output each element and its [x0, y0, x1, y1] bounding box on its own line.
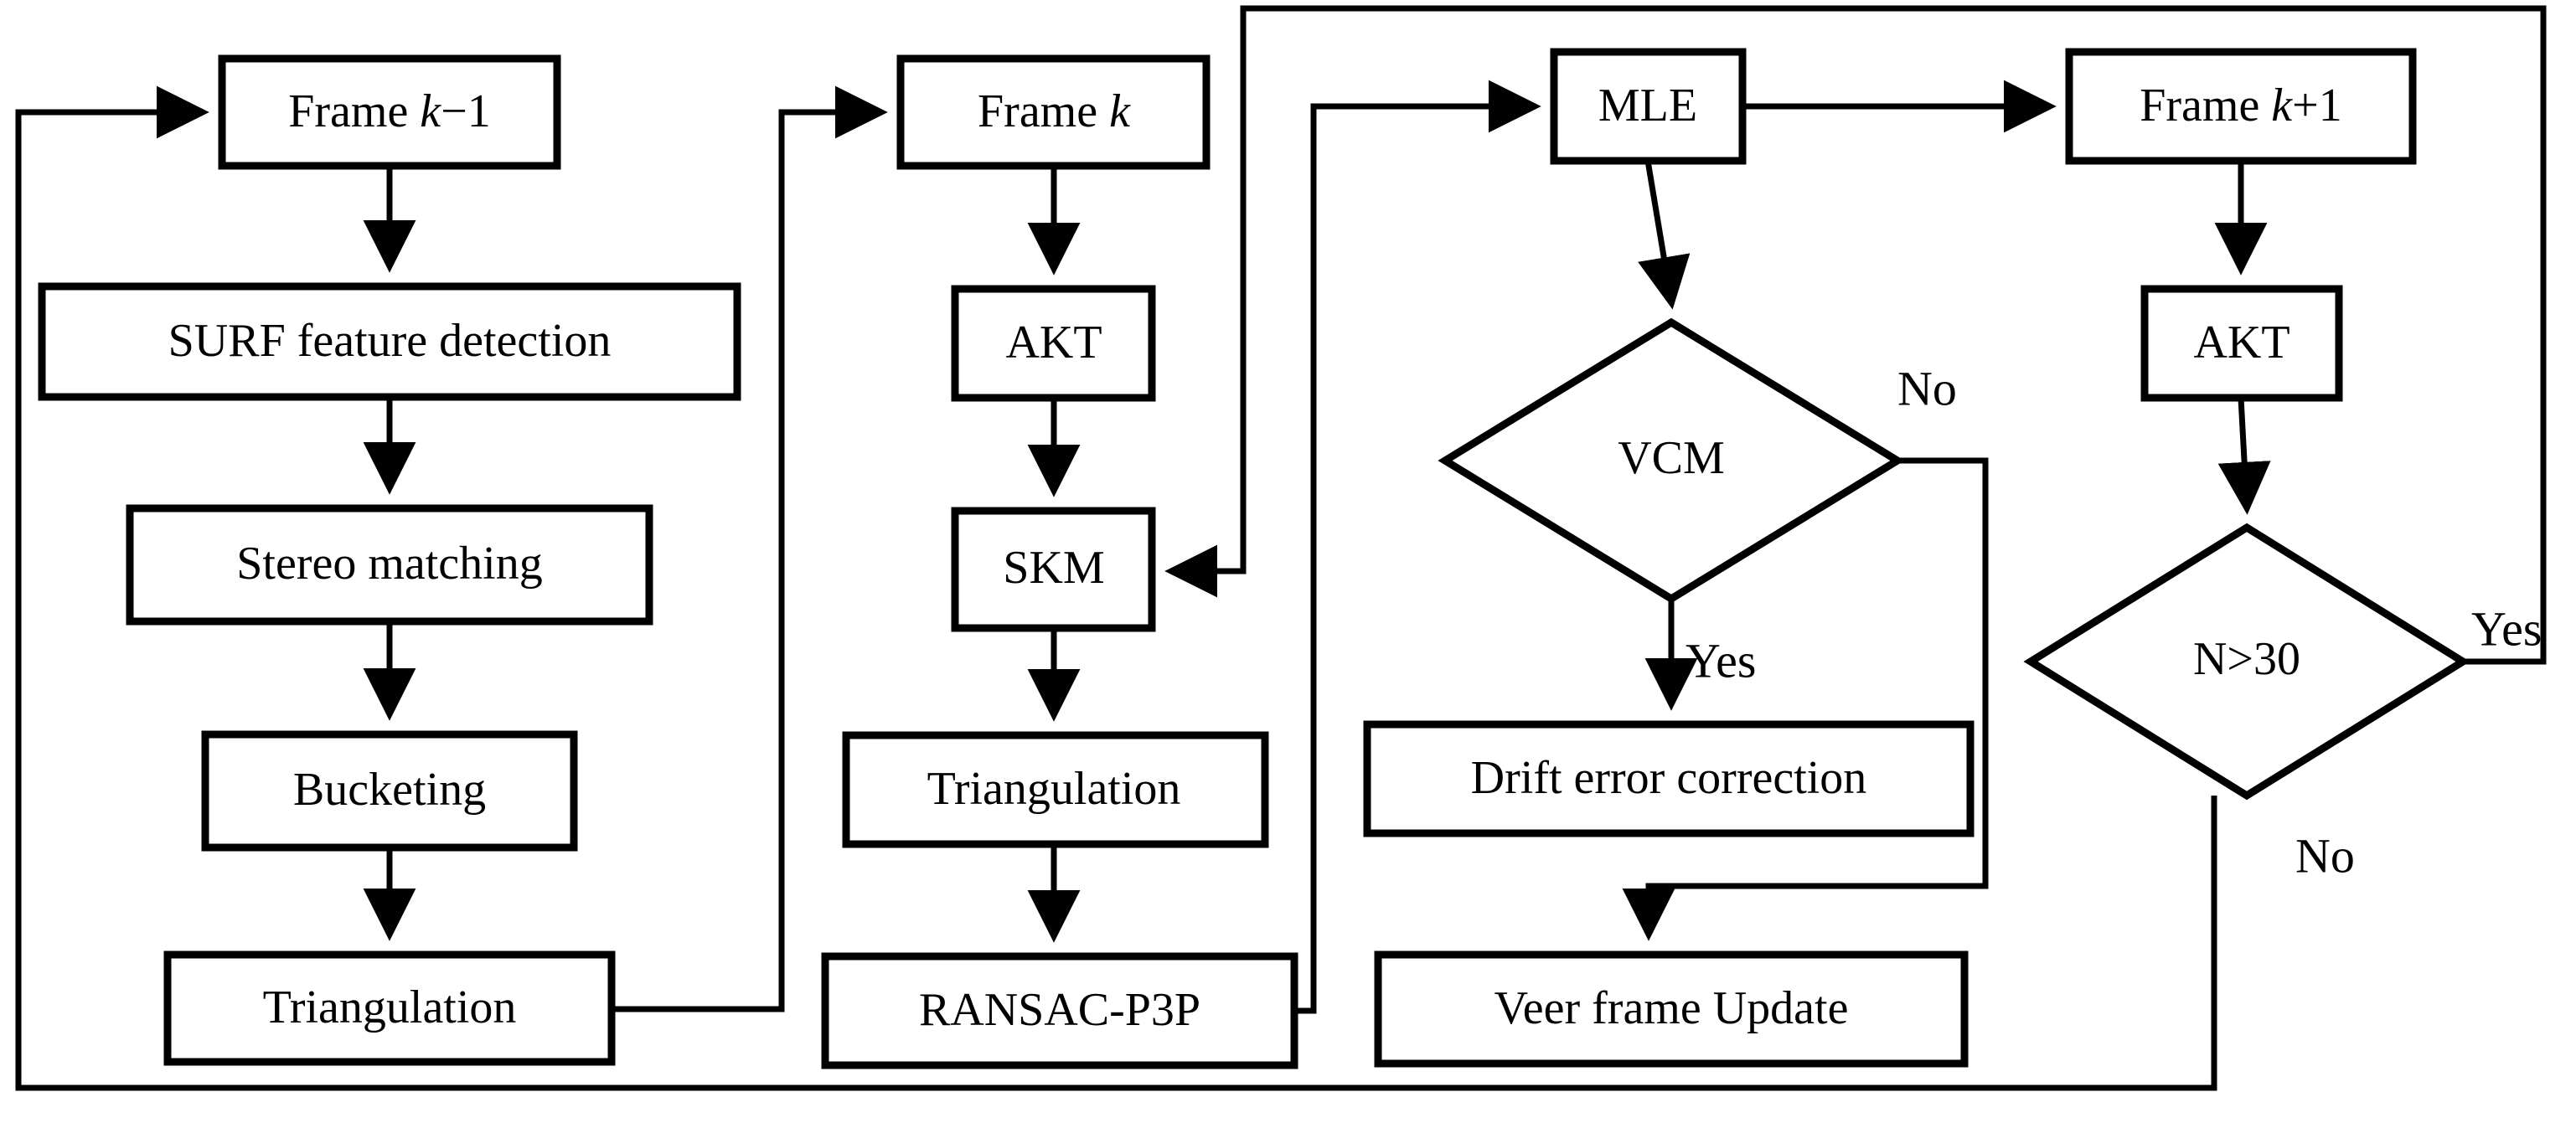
edge-n30-yes-to-skm-loop [1164, 5, 2547, 665]
node-triangulation-left[interactable]: Triangulation [163, 950, 616, 1066]
edge-akt-right-to-n30 [2217, 397, 2271, 515]
edge-ransac-to-mle [1294, 80, 1541, 1014]
node-label-skm: SKM [1003, 542, 1104, 594]
node-label-n-gt-30: N>30 [2193, 633, 2300, 685]
node-veer-frame-update[interactable]: Veer frame Update [1374, 950, 1969, 1068]
node-frame-k-plus-1[interactable]: Frame k+1 [2065, 48, 2417, 165]
node-label-triangulation-left: Triangulation [263, 981, 517, 1033]
node-label-akt-right: AKT [2193, 317, 2289, 368]
node-bucketing[interactable]: Bucketing [201, 730, 578, 852]
node-label-akt-middle: AKT [1005, 317, 1102, 368]
node-label-veer-frame-update: Veer frame Update [1494, 982, 1849, 1034]
node-frame-k-minus-1[interactable]: Frame k−1 [218, 54, 561, 170]
edge-triangulation-to-frame-k [612, 85, 888, 1012]
node-drift-error-correction[interactable]: Drift error correction [1363, 720, 1975, 837]
edge-vcm-no-to-veer [1622, 457, 1989, 941]
node-label-mle: MLE [1598, 80, 1697, 131]
node-akt-right[interactable]: AKT [2140, 285, 2343, 402]
node-surf-feature-detection[interactable]: SURF feature detection [38, 282, 741, 401]
node-mle[interactable]: MLE [1550, 48, 1747, 165]
node-akt-middle[interactable]: AKT [951, 285, 1156, 402]
node-n-gt-30-decision[interactable]: N>30 [2023, 523, 2470, 801]
node-frame-k[interactable]: Frame k [896, 54, 1211, 170]
node-skm[interactable]: SKM [951, 507, 1156, 632]
node-label-drift-error-correction: Drift error correction [1471, 752, 1867, 804]
node-triangulation-middle[interactable]: Triangulation [842, 731, 1269, 848]
edge-n30-no-to-frame-k-1-loop [15, 85, 2217, 1091]
node-label-vcm: VCM [1618, 432, 1725, 484]
svg-text:Frame k−1: Frame k−1 [288, 85, 491, 137]
edge-label-vcm-no: No [1897, 361, 1957, 415]
node-stereo-matching[interactable]: Stereo matching [126, 504, 653, 626]
edge-label-n30-no: No [2295, 828, 2355, 883]
node-label-bucketing: Bucketing [293, 764, 486, 816]
node-label-triangulation-middle: Triangulation [927, 763, 1181, 815]
svg-text:Frame k: Frame k [978, 85, 1131, 137]
svg-text:Frame k+1: Frame k+1 [2140, 80, 2342, 131]
edge-label-vcm-yes: Yes [1685, 633, 1756, 688]
node-ransac-p3p[interactable]: RANSAC-P3P [821, 952, 1298, 1069]
edge-mle-to-vcm [1638, 160, 1691, 310]
node-label-stereo-matching: Stereo matching [236, 538, 542, 590]
edge-label-n30-yes: Yes [2471, 601, 2542, 656]
node-label-ransac-p3p: RANSAC-P3P [919, 984, 1200, 1036]
node-vcm-decision[interactable]: VCM [1438, 317, 1905, 604]
node-label-surf: SURF feature detection [168, 315, 612, 367]
